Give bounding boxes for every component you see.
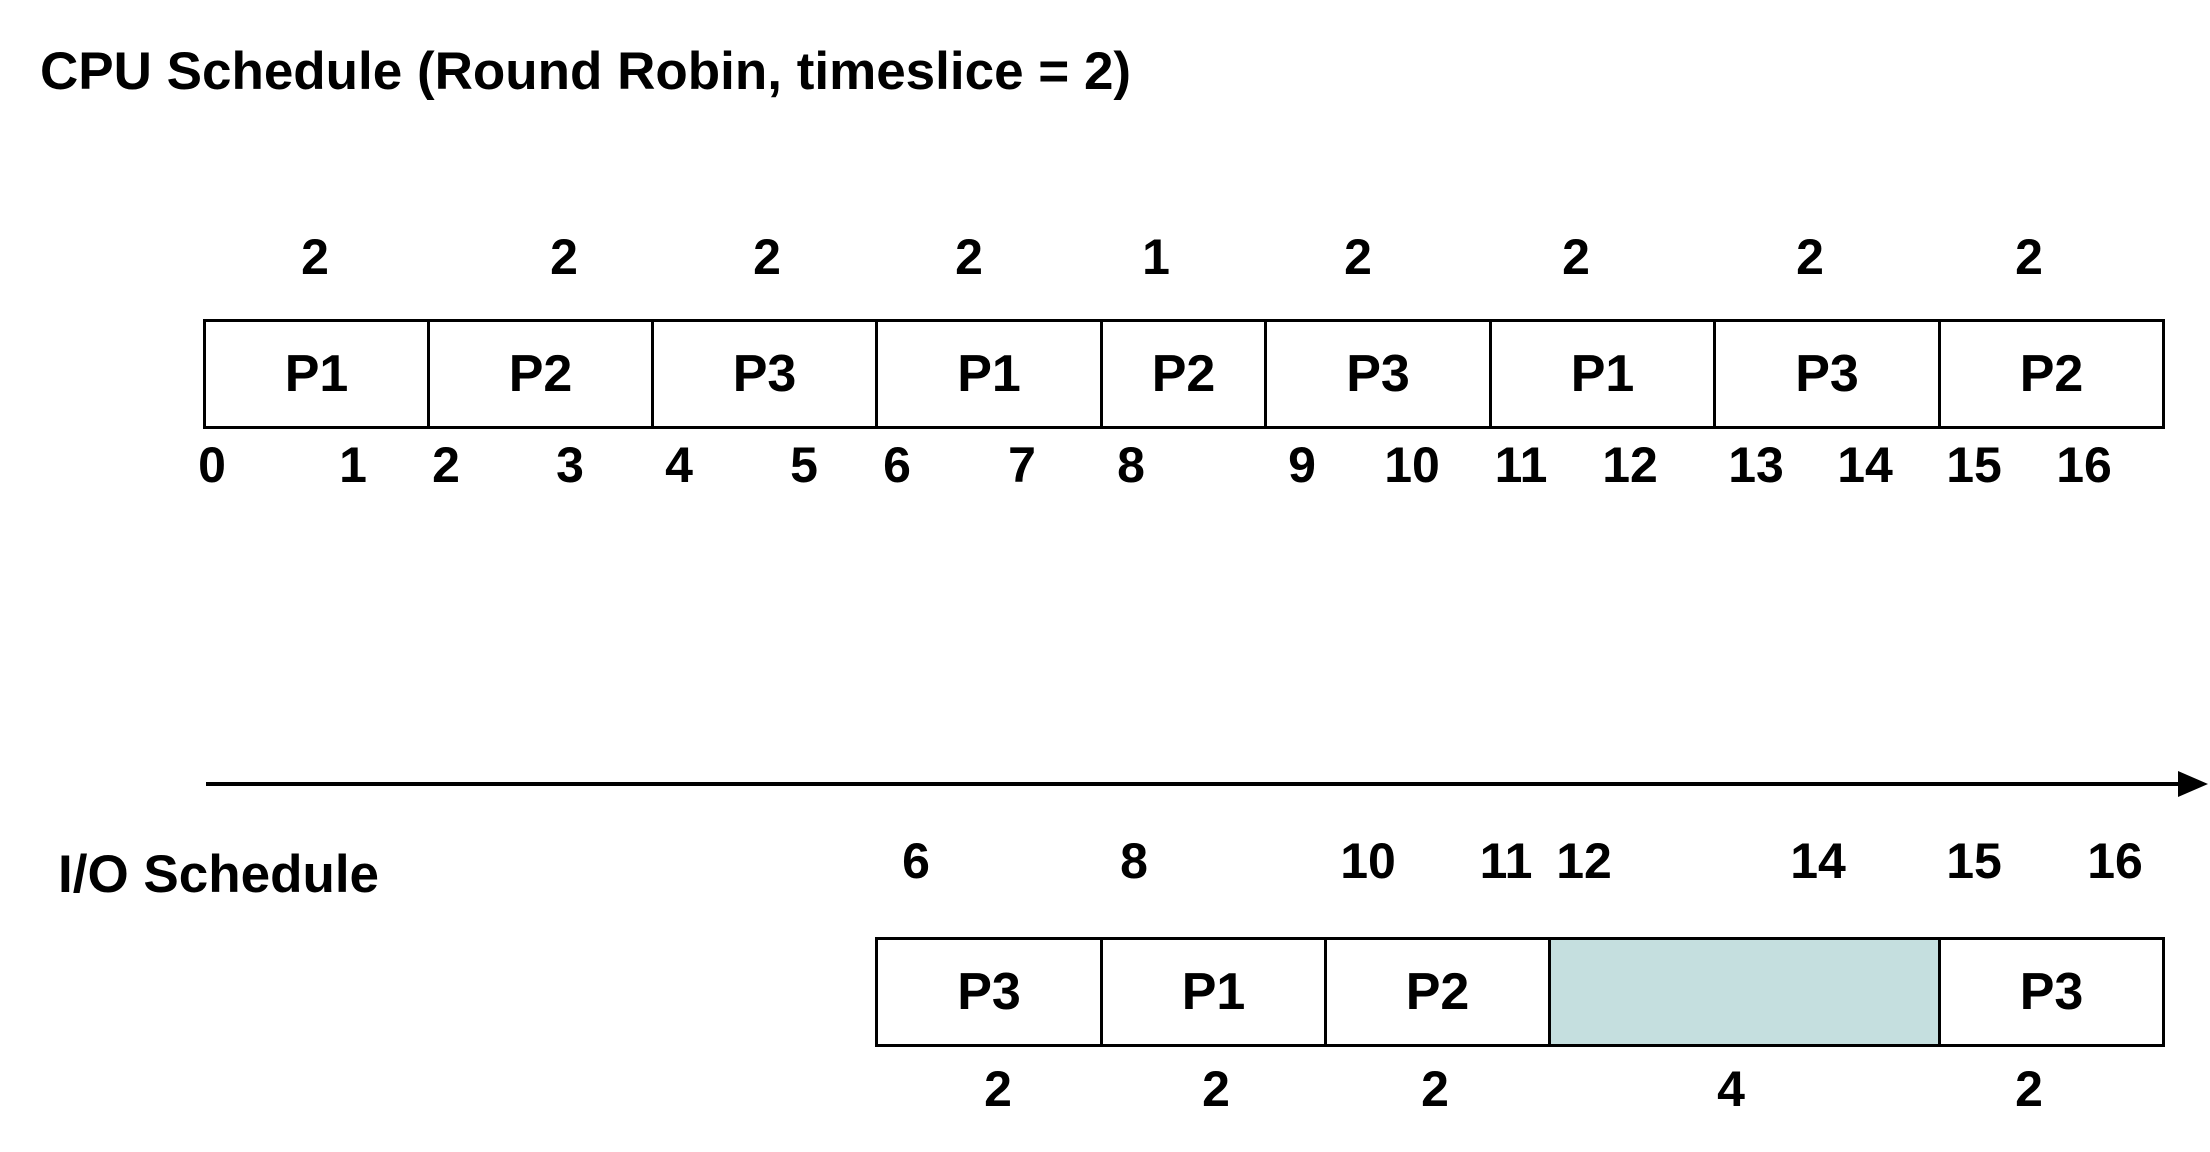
cpu-time-tick: 14 [1837, 437, 1893, 493]
cpu-time-tick: 5 [790, 437, 818, 493]
cpu-time-tick: 8 [1117, 437, 1145, 493]
io-block: P1 [1100, 937, 1327, 1047]
cpu-time-tick: 13 [1728, 437, 1784, 493]
cpu-time-tick: 16 [2056, 437, 2112, 493]
cpu-time-tick: 1 [339, 437, 367, 493]
cpu-time-tick: 6 [883, 437, 911, 493]
cpu-block: P3 [651, 319, 878, 429]
io-time-tick: 6 [902, 833, 930, 889]
io-duration-label: 2 [984, 1061, 1012, 1117]
cpu-duration-label: 2 [955, 229, 983, 285]
cpu-time-tick: 9 [1288, 437, 1316, 493]
cpu-time-tick: 3 [556, 437, 584, 493]
cpu-duration-label: 2 [1344, 229, 1372, 285]
io-block: P2 [1324, 937, 1551, 1047]
cpu-duration-label: 2 [301, 229, 329, 285]
cpu-block: P1 [203, 319, 430, 429]
io-time-tick: 12 [1556, 833, 1612, 889]
cpu-block: P1 [1489, 319, 1716, 429]
io-block: P3 [875, 937, 1103, 1047]
io-time-tick: 14 [1790, 833, 1846, 889]
cpu-time-tick: 4 [665, 437, 693, 493]
io-duration-label: 2 [2015, 1061, 2043, 1117]
cpu-duration-label: 2 [1796, 229, 1824, 285]
timeline-arrow-head [2178, 771, 2208, 797]
timeline-arrow-line [206, 782, 2186, 786]
io-duration-label: 2 [1421, 1061, 1449, 1117]
io-duration-label: 4 [1717, 1061, 1745, 1117]
io-time-tick: 10 [1340, 833, 1396, 889]
cpu-time-tick: 2 [432, 437, 460, 493]
cpu-duration-label: 2 [753, 229, 781, 285]
cpu-block: P3 [1264, 319, 1492, 429]
cpu-block: P2 [1100, 319, 1267, 429]
cpu-block: P2 [427, 319, 654, 429]
cpu-time-tick: 15 [1946, 437, 2002, 493]
io-schedule-title: I/O Schedule [58, 845, 380, 904]
io-time-tick: 8 [1120, 833, 1148, 889]
io-block: P3 [1938, 937, 2165, 1047]
cpu-duration-label: 2 [1562, 229, 1590, 285]
cpu-block: P2 [1938, 319, 2165, 429]
cpu-time-tick: 7 [1008, 437, 1036, 493]
io-duration-label: 2 [1202, 1061, 1230, 1117]
cpu-duration-label: 2 [550, 229, 578, 285]
cpu-duration-label: 1 [1142, 229, 1170, 285]
cpu-time-tick: 12 [1602, 437, 1658, 493]
cpu-time-tick: 10 [1384, 437, 1440, 493]
cpu-block: P3 [1713, 319, 1941, 429]
cpu-duration-label: 2 [2015, 229, 2043, 285]
io-time-tick: 11 [1479, 833, 1533, 889]
cpu-block: P1 [875, 319, 1103, 429]
cpu-schedule-title: CPU Schedule (Round Robin, timeslice = 2… [40, 42, 1132, 101]
cpu-time-tick: 0 [198, 437, 226, 493]
cpu-time-tick: 11 [1494, 437, 1548, 493]
io-idle-block [1548, 937, 1941, 1047]
io-time-tick: 16 [2087, 833, 2143, 889]
io-time-tick: 15 [1946, 833, 2002, 889]
